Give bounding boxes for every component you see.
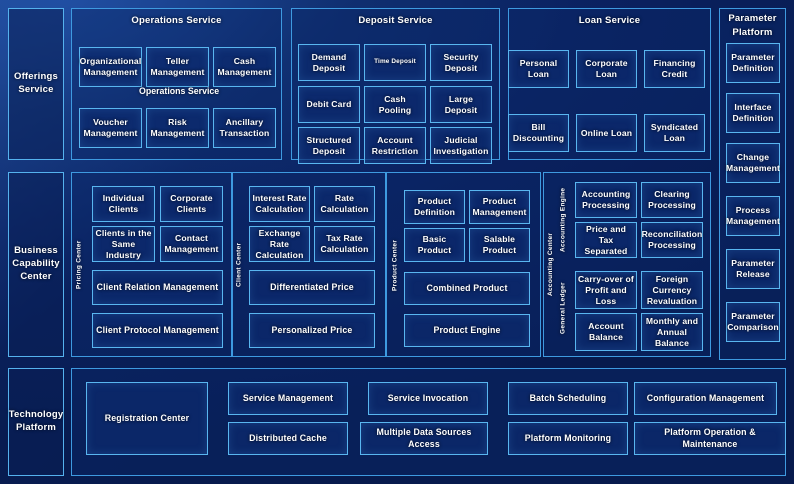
- cell-platform-operation-and-maintenance[interactable]: Platform Operation & Maintenance: [634, 422, 786, 455]
- cell-combined-product[interactable]: Combined Product: [404, 272, 530, 305]
- group-title-deposit-service: Deposit Service: [358, 15, 433, 26]
- cell-multiple-data-sources-access[interactable]: Multiple Data Sources Access: [360, 422, 488, 455]
- cell-individual-clients[interactable]: Individual Clients: [92, 186, 155, 222]
- stray-operations-service-label: Operations Service: [139, 86, 220, 96]
- cell-parameter-definition[interactable]: Parameter Definition: [726, 43, 780, 83]
- cell-product-management[interactable]: Product Management: [469, 190, 530, 224]
- cell-basic-product[interactable]: Basic Product: [404, 228, 465, 262]
- cell-structured-deposit[interactable]: Structured Deposit: [298, 127, 360, 164]
- cell-personalized-price[interactable]: Personalized Price: [249, 313, 375, 348]
- group-title-operations-service: Operations Service: [131, 15, 222, 26]
- cell-change-management[interactable]: Change Management: [726, 143, 780, 183]
- cell-debit-card[interactable]: Debit Card: [298, 86, 360, 123]
- cell-registration-center[interactable]: Registration Center: [86, 382, 208, 455]
- layer-label-text: Business Capability Center: [12, 245, 60, 282]
- cell-product-definition[interactable]: Product Definition: [404, 190, 465, 224]
- layer-label-technology-platform: Technology Platform: [8, 368, 64, 476]
- cell-large-deposit[interactable]: Large Deposit: [430, 86, 492, 123]
- cell-risk-management[interactable]: Risk Management: [146, 108, 209, 148]
- cell-ancillary-transaction[interactable]: Ancillary Transaction: [213, 108, 276, 148]
- cell-corporate-clients[interactable]: Corporate Clients: [160, 186, 223, 222]
- cell-differentiated-price[interactable]: Differentiated Price: [249, 270, 375, 305]
- cell-rate-calculation[interactable]: Rate Calculation: [314, 186, 375, 222]
- group-title-loan-service: Loan Service: [578, 15, 641, 26]
- cell-batch-scheduling[interactable]: Batch Scheduling: [508, 382, 628, 415]
- vertical-label-accounting-engine: Accounting Engine: [559, 187, 567, 253]
- vertical-label-accounting-center: Accounting Center: [547, 232, 554, 297]
- cell-accounting-processing[interactable]: Accounting Processing: [575, 182, 637, 218]
- vertical-label-client-center: Client Center: [235, 242, 243, 288]
- vertical-label-product-center: Product Center: [391, 239, 399, 291]
- cell-distributed-cache[interactable]: Distributed Cache: [228, 422, 348, 455]
- cell-interest-rate-calculation[interactable]: Interest Rate Calculation: [249, 186, 310, 222]
- cell-voucher-management[interactable]: Voucher Management: [79, 108, 142, 148]
- cell-process-management[interactable]: Process Management: [726, 196, 780, 236]
- cell-foreign-currency-revaluation[interactable]: Foreign Currency Revaluation: [641, 271, 703, 309]
- cell-contact-management[interactable]: Contact Management: [160, 226, 223, 262]
- cell-configuration-management[interactable]: Configuration Management: [634, 382, 777, 415]
- layer-label-text: Technology Platform: [8, 409, 64, 433]
- cell-client-protocol-management[interactable]: Client Protocol Management: [92, 313, 223, 348]
- cell-cash-management[interactable]: Cash Management: [213, 47, 276, 87]
- cell-parameter-comparison[interactable]: Parameter Comparison: [726, 302, 780, 342]
- cell-syndicated-loan[interactable]: Syndicated Loan: [644, 114, 705, 152]
- cell-service-invocation[interactable]: Service Invocation: [368, 382, 488, 415]
- cell-clearing-processing[interactable]: Clearing Processing: [641, 182, 703, 218]
- cell-teller-management[interactable]: Teller Management: [146, 47, 209, 87]
- cell-online-loan[interactable]: Online Loan: [576, 114, 637, 152]
- cell-client-relation-management[interactable]: Client Relation Management: [92, 270, 223, 305]
- cell-reconciliation-processing[interactable]: Reconciliation Processing: [641, 222, 703, 258]
- cell-account-balance[interactable]: Account Balance: [575, 313, 637, 351]
- layer-label-text: Offerings Service: [13, 71, 59, 95]
- cell-carry-over-of-profit-and-loss[interactable]: Carry-over of Profit and Loss: [575, 271, 637, 309]
- cell-exchange-rate-calculation[interactable]: Exchange Rate Calculation: [249, 226, 310, 262]
- vertical-label-pricing-center: Pricing Center: [75, 240, 83, 290]
- cell-time-deposit[interactable]: Time Deposit: [364, 44, 426, 81]
- cell-demand-deposit[interactable]: Demand Deposit: [298, 44, 360, 81]
- cell-security-deposit[interactable]: Security Deposit: [430, 44, 492, 81]
- cell-monthly-and-annual-balance[interactable]: Monthly and Annual Balance: [641, 313, 703, 351]
- cell-price-and-tax-separated[interactable]: Price and Tax Separated: [575, 222, 637, 258]
- layer-label-offerings-service: Offerings Service: [8, 8, 64, 160]
- cell-tax-rate-calculation[interactable]: Tax Rate Calculation: [314, 226, 375, 262]
- cell-account-restriction[interactable]: Account Restriction: [364, 127, 426, 164]
- cell-bill-discounting[interactable]: Bill Discounting: [508, 114, 569, 152]
- cell-corporate-loan[interactable]: Corporate Loan: [576, 50, 637, 88]
- cell-salable-product[interactable]: Salable Product: [469, 228, 530, 262]
- cell-judicial-investigation[interactable]: Judicial Investigation: [430, 127, 492, 164]
- cell-parameter-release[interactable]: Parameter Release: [726, 249, 780, 289]
- cell-product-engine[interactable]: Product Engine: [404, 314, 530, 347]
- cell-interface-definition[interactable]: Interface Definition: [726, 93, 780, 133]
- cell-cash-pooling[interactable]: Cash Pooling: [364, 86, 426, 123]
- cell-clients-in-the-same-industry[interactable]: Clients in the Same Industry: [92, 226, 155, 262]
- cell-personal-loan[interactable]: Personal Loan: [508, 50, 569, 88]
- cell-platform-monitoring[interactable]: Platform Monitoring: [508, 422, 628, 455]
- cell-service-management[interactable]: Service Management: [228, 382, 348, 415]
- layer-label-business-capability-center: Business Capability Center: [8, 172, 64, 357]
- cell-financing-credit[interactable]: Financing Credit: [644, 50, 705, 88]
- vertical-label-general-ledger: General Ledger: [559, 282, 567, 334]
- cell-organizational-management[interactable]: Organizational Management: [79, 47, 142, 87]
